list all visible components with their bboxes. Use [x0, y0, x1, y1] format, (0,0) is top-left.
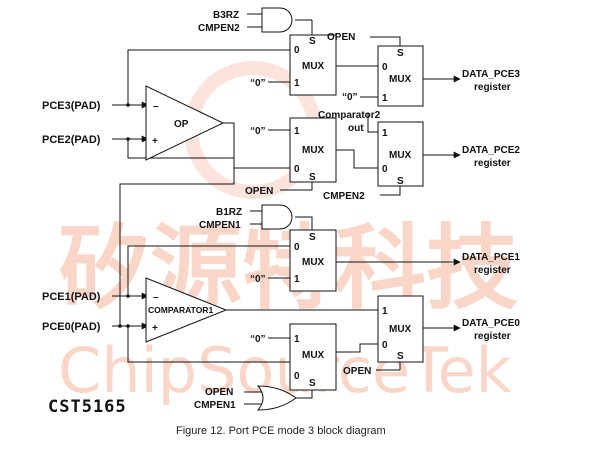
svg-text:S: S	[309, 232, 316, 243]
comparator1-label: COMPARATOR1	[148, 305, 213, 315]
wire-op-out	[223, 122, 235, 164]
pad-labels: PCE3(PAD) PCE2(PAD) PCE1(PAD) PCE0(PAD)	[42, 100, 101, 333]
label-cmpen2-mid: CMPEN2	[323, 191, 365, 202]
label-zero-b: “0”	[250, 126, 266, 137]
label-cmpen2-top: CMPEN2	[198, 23, 240, 34]
output-labels: DATA_PCE3 register DATA_PCE2 register DA…	[462, 69, 520, 342]
mux-g: 1 0 S MUX	[377, 295, 424, 363]
label-open-bottom: OPEN	[343, 366, 371, 377]
pad-pce2: PCE2(PAD)	[42, 134, 101, 146]
label-zero-f: “0”	[250, 334, 266, 345]
label-cmpen1-or: CMPEN1	[194, 400, 236, 411]
wire-cmp2-out	[367, 113, 378, 133]
label-open-or: OPEN	[205, 387, 233, 398]
mux-c: S 0 1 MUX	[377, 45, 424, 107]
figure-caption: Figure 12. Port PCE mode 3 block diagram	[176, 425, 386, 437]
output-pce2-register: register	[474, 158, 511, 169]
svg-text:1: 1	[382, 128, 388, 139]
mux-b-label: MUX	[302, 145, 325, 156]
svg-text:S: S	[309, 36, 316, 47]
svg-text:1: 1	[294, 334, 300, 345]
mux-d-label: MUX	[389, 150, 412, 161]
label-zero-a: “0”	[250, 78, 266, 89]
svg-text:1: 1	[382, 306, 388, 317]
label-b3rz: B3RZ	[213, 10, 239, 21]
chip-label: CST5165	[48, 397, 127, 417]
svg-text:0: 0	[294, 45, 300, 56]
svg-text:0: 0	[294, 164, 300, 175]
comparator1: – + COMPARATOR1	[145, 277, 228, 343]
label-cmpen1-top: CMPEN1	[199, 220, 241, 231]
svg-text:1: 1	[294, 274, 300, 285]
svg-text:S: S	[309, 378, 316, 389]
pad-pce3: PCE3(PAD)	[42, 100, 101, 112]
comparator1-minus: –	[153, 292, 159, 303]
wire-or-out	[296, 390, 313, 399]
label-comparator2-out: out	[348, 123, 364, 134]
or-gate	[256, 385, 297, 411]
label-zero-e: “0”	[250, 274, 266, 285]
wire-bus-left	[119, 168, 235, 326]
wires	[112, 13, 461, 405]
svg-text:S: S	[397, 351, 404, 362]
mux-e: S 0 1 MUX	[289, 229, 337, 292]
wire-mux-f-out	[336, 343, 378, 353]
svg-text:0: 0	[382, 164, 388, 175]
svg-text:0: 0	[294, 242, 300, 253]
wire-open-mux-g-sel	[376, 362, 401, 371]
output-pce0-register: register	[474, 331, 511, 342]
output-pce2: DATA_PCE2	[462, 145, 520, 156]
mux-a: 0 S 1 MUX	[289, 34, 337, 96]
wire-cmpen2-mux-d-sel	[380, 186, 401, 196]
and-gate-b1rz	[261, 204, 293, 230]
wire-open-mux-c-sel	[370, 36, 401, 46]
watermark-chinese: 矽源特科技	[58, 215, 518, 322]
wire-and1-out	[295, 216, 313, 230]
op-minus: –	[153, 101, 159, 112]
comparator1-plus: +	[152, 323, 158, 334]
pad-pce1: PCE1(PAD)	[42, 291, 101, 303]
pad-pce0: PCE0(PAD)	[42, 321, 101, 333]
mux-d: 1 0 S MUX	[377, 121, 424, 187]
label-b1rz: B1RZ	[216, 207, 242, 218]
output-pce0: DATA_PCE0	[462, 318, 520, 329]
label-open-top: OPEN	[327, 32, 355, 43]
wire-mux-b-out	[336, 149, 378, 169]
svg-text:S: S	[397, 48, 404, 59]
svg-text:1: 1	[294, 126, 300, 137]
wire-pce0-to-mux-f	[127, 326, 290, 363]
wire-open-mux-b-sel	[280, 182, 313, 191]
mux-g-label: MUX	[389, 324, 412, 335]
svg-text:0: 0	[382, 62, 388, 73]
label-open-mid: OPEN	[245, 186, 273, 197]
mux-a-label: MUX	[302, 61, 325, 72]
output-pce3: DATA_PCE3	[462, 69, 520, 80]
mux-f: 1 0 S MUX	[289, 323, 337, 391]
watermark: 矽源特科技 ChipSourceTek	[58, 61, 518, 407]
label-zero-c: “0”	[342, 92, 358, 103]
mux-f-label: MUX	[302, 350, 325, 361]
mux-e-label: MUX	[302, 257, 325, 268]
output-pce1: DATA_PCE1	[462, 252, 520, 263]
svg-text:0: 0	[294, 371, 300, 382]
svg-text:S: S	[309, 172, 316, 183]
op-amp: – + OP	[145, 85, 225, 161]
wire-pce3-to-mux-a	[127, 49, 290, 105]
op-plus: +	[152, 136, 158, 147]
svg-text:1: 1	[382, 93, 388, 104]
label-comparator2: Comparator2	[318, 110, 381, 121]
output-pce1-register: register	[474, 265, 511, 276]
op-label: OP	[174, 119, 189, 130]
wire-pce1-to-mux-e	[127, 245, 290, 296]
svg-text:0: 0	[382, 340, 388, 351]
and-gate-b3rz	[261, 7, 293, 33]
mux-c-label: MUX	[389, 74, 412, 85]
mux-b: 1 0 S MUX	[289, 117, 337, 183]
output-pce3-register: register	[474, 82, 511, 93]
signal-labels: B3RZ CMPEN2 OPEN “0” “0” Comparator2 out…	[194, 10, 381, 411]
svg-text:S: S	[397, 176, 404, 187]
svg-text:1: 1	[294, 78, 300, 89]
